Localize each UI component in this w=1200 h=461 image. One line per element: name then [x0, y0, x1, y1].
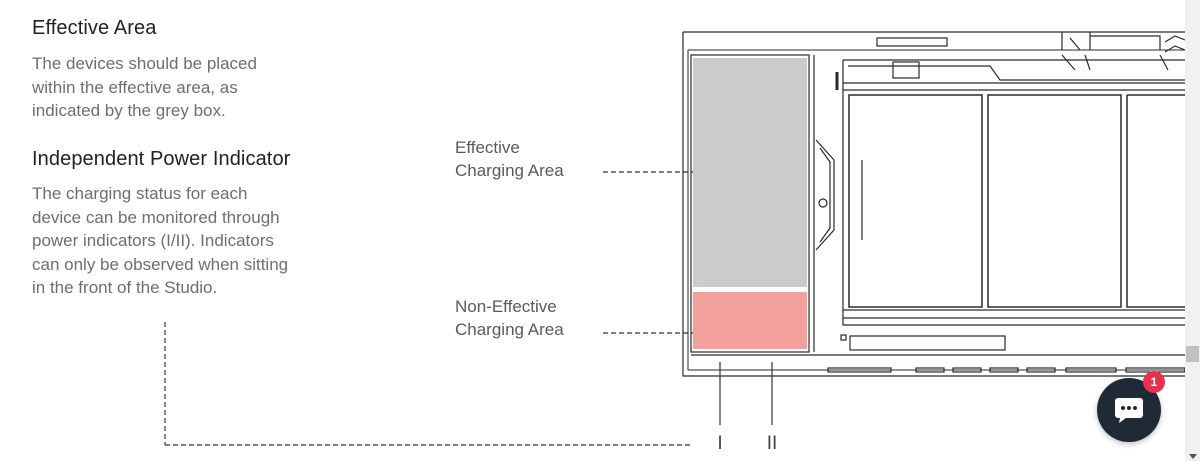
side-clip-inner	[819, 147, 831, 243]
tray-bottom-rail	[843, 309, 1185, 319]
effective-charging-area-label: Effective Charging Area	[455, 136, 564, 182]
power-indicator-line: device can be monitored through	[32, 207, 280, 227]
scroll-down-arrow-icon[interactable]	[1189, 454, 1197, 459]
effective-charging-area	[693, 58, 807, 287]
indicator-1-label: I	[717, 433, 722, 454]
effective-area-heading: Effective Area	[32, 17, 157, 39]
label-line: Charging Area	[455, 161, 564, 180]
indicator-dot	[840, 334, 847, 341]
top-latch	[1069, 32, 1161, 51]
device-slot-2	[987, 94, 1122, 308]
effective-area-line: within the effective area, as	[32, 77, 238, 97]
non-effective-charging-area	[693, 292, 807, 349]
power-indicator-line: in the front of the Studio.	[32, 278, 218, 297]
device-tray-frame	[842, 59, 1185, 326]
notification-badge: 1	[1143, 371, 1165, 393]
non-effective-charging-area-label: Non-Effective Charging Area	[455, 295, 564, 341]
effective-area-description: The devices should be placed within the …	[32, 52, 342, 123]
indicator-panel	[849, 335, 1006, 351]
label-line: Charging Area	[455, 320, 564, 339]
tray-clip	[892, 61, 920, 79]
top-slot	[876, 37, 948, 47]
side-clip	[815, 139, 835, 251]
scrollbar-thumb[interactable]	[1186, 346, 1199, 362]
studio-outer-frame	[682, 31, 1185, 377]
power-indicator-line: can only be observed when sitting	[32, 254, 289, 274]
tray-rail	[843, 82, 1185, 91]
vent	[827, 367, 892, 373]
top-hinge	[1164, 35, 1185, 53]
vent	[952, 367, 982, 373]
side-clip-button	[818, 198, 828, 208]
vent	[989, 367, 1019, 373]
chat-bubble-icon	[1115, 398, 1143, 423]
label-line: Effective	[455, 138, 520, 157]
device-slot-3	[1126, 94, 1185, 308]
power-indicator-description: The charging status for each device can …	[32, 182, 342, 300]
page-scrollbar[interactable]	[1185, 0, 1200, 461]
power-indicator-line: The charging status for each	[32, 184, 248, 203]
label-line: Non-Effective	[455, 297, 557, 316]
effective-area-line: indicated by the grey box.	[32, 101, 226, 120]
power-indicator-heading: Independent Power Indicator	[32, 148, 291, 170]
vent	[915, 367, 945, 373]
vent	[1026, 367, 1056, 373]
tray-notches	[1061, 54, 1169, 71]
power-indicator-line: power indicators (I/II). Indicators	[32, 231, 274, 250]
indicator-2-label: II	[767, 433, 778, 454]
vent	[1065, 367, 1117, 373]
effective-area-line: The devices should be placed	[32, 54, 257, 73]
studio-inner-frame	[687, 49, 1185, 371]
device-slot-1	[848, 94, 983, 308]
charging-bay	[690, 54, 810, 353]
